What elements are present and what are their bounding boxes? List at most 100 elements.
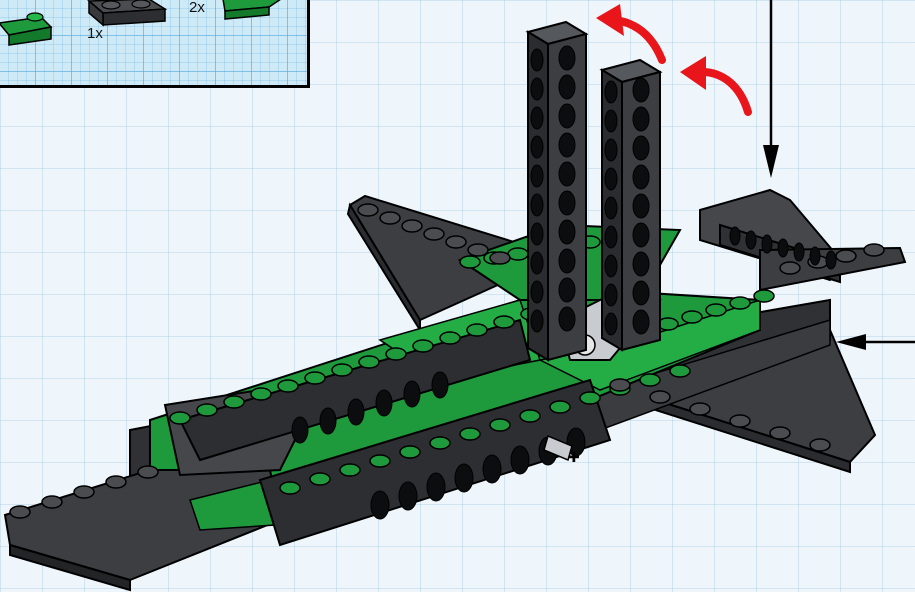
beam-hole xyxy=(604,312,618,336)
beam-hole xyxy=(793,242,805,262)
beam-hole xyxy=(426,472,446,502)
beam-hole xyxy=(632,135,650,161)
parts-callout: 1x 2x xyxy=(0,0,310,88)
left-arrow-head xyxy=(836,334,866,350)
stud xyxy=(279,481,301,495)
beam-hole xyxy=(745,230,757,250)
beam-hole xyxy=(632,280,650,306)
stud xyxy=(339,463,361,477)
beam-hole xyxy=(347,398,365,426)
beam-hole xyxy=(319,407,337,435)
stud xyxy=(729,414,751,428)
stud xyxy=(304,371,326,385)
stud xyxy=(835,249,857,263)
beam-hole xyxy=(632,193,650,219)
beam-hole xyxy=(761,234,773,254)
beam-hole xyxy=(632,77,650,103)
stud xyxy=(137,465,159,479)
beam-hole xyxy=(530,280,544,304)
beam-hole xyxy=(632,309,650,335)
beam-hole-group xyxy=(291,226,837,520)
beam-hole xyxy=(558,74,576,100)
beam-hole xyxy=(530,106,544,130)
beam-hole xyxy=(558,219,576,245)
stud xyxy=(331,363,353,377)
beam-hole xyxy=(431,371,449,399)
stud xyxy=(105,475,127,489)
beam-hole xyxy=(482,454,502,484)
svg-text:✚: ✚ xyxy=(568,449,580,465)
stud xyxy=(73,485,95,499)
beam-hole xyxy=(370,490,390,520)
stud xyxy=(579,391,601,405)
side-beam-lower xyxy=(258,378,612,547)
beam-hole xyxy=(530,48,544,72)
beam-hole xyxy=(291,416,309,444)
stud xyxy=(459,255,481,269)
dark-gray-plate-icon xyxy=(87,0,168,27)
beam-hole xyxy=(604,167,618,191)
stud xyxy=(669,364,691,378)
part-qty-2: 2x xyxy=(189,0,205,16)
stud xyxy=(769,426,791,440)
stud xyxy=(649,390,671,404)
stud xyxy=(412,339,434,353)
stud xyxy=(223,395,245,409)
stud xyxy=(507,247,529,261)
beam-hole xyxy=(632,222,650,248)
beam-hole xyxy=(510,445,530,475)
stud xyxy=(439,331,461,345)
stud xyxy=(493,315,515,329)
green-plate-left-icon xyxy=(0,12,53,46)
stud xyxy=(369,454,391,468)
beam-hole xyxy=(604,196,618,220)
stud xyxy=(9,505,31,519)
stud xyxy=(277,379,299,393)
beam-hole xyxy=(530,193,544,217)
beam-hole xyxy=(809,246,821,266)
stud xyxy=(519,409,541,423)
stud xyxy=(689,402,711,416)
beam-hole xyxy=(530,309,544,333)
stud xyxy=(41,495,63,509)
stud xyxy=(609,378,631,392)
beam-hole xyxy=(558,277,576,303)
part-qty-1: 1x xyxy=(87,25,103,42)
beam-hole xyxy=(604,109,618,133)
stud xyxy=(423,227,445,241)
stud xyxy=(809,438,831,452)
rotate-arrow-bottom xyxy=(680,56,752,116)
down-arrow-head xyxy=(763,145,779,178)
stud xyxy=(467,243,489,257)
beam-hole xyxy=(375,389,393,417)
stud xyxy=(399,445,421,459)
beam-hole xyxy=(398,481,418,511)
beam-hole xyxy=(530,77,544,101)
beam-hole xyxy=(558,103,576,129)
beam-hole xyxy=(403,380,421,408)
stud xyxy=(385,347,407,361)
stud xyxy=(459,427,481,441)
vertical-beam-hole-group xyxy=(530,45,650,336)
beam-hole xyxy=(530,251,544,275)
stud xyxy=(358,355,380,369)
stud xyxy=(729,296,751,310)
beam-hole xyxy=(558,132,576,158)
beam-hole xyxy=(729,226,741,246)
stud xyxy=(429,436,451,450)
stud xyxy=(169,411,191,425)
green-plate-icon xyxy=(222,0,281,20)
stud xyxy=(779,261,801,275)
beam-hole xyxy=(530,135,544,159)
beam-hole xyxy=(825,250,837,270)
stud xyxy=(309,472,331,486)
stud xyxy=(489,251,511,265)
stud xyxy=(753,289,775,303)
parts-callout-art xyxy=(0,0,281,46)
beam-hole xyxy=(530,222,544,246)
beam-hole xyxy=(632,164,650,190)
stud xyxy=(445,235,467,249)
beam-hole xyxy=(632,251,650,277)
beam-hole xyxy=(604,80,618,104)
